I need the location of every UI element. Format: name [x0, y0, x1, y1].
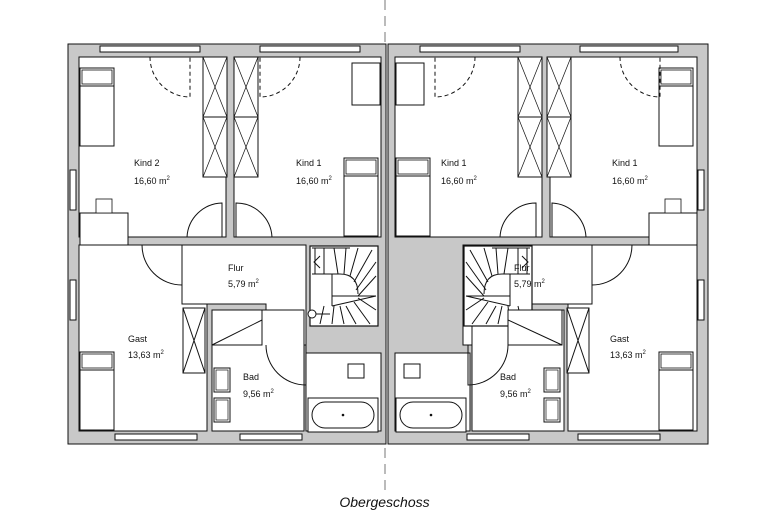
room-name: Flur	[228, 263, 244, 273]
furniture	[79, 56, 698, 433]
svg-text:9,56 m2: 9,56 m2	[243, 389, 275, 399]
room-area: 16,60 m	[134, 176, 167, 186]
room-name: Flur	[514, 263, 530, 273]
room-area: 5,79 m	[228, 279, 256, 289]
room-area: 16,60 m	[612, 176, 645, 186]
svg-text:5,79 m2: 5,79 m2	[228, 279, 260, 289]
room-area: 13,63 m	[610, 350, 643, 360]
svg-text:13,63 m2: 13,63 m2	[610, 350, 647, 360]
plan-caption: Obergeschoss	[339, 494, 430, 510]
room-area: 5,79 m	[514, 279, 542, 289]
room-area: 16,60 m	[441, 176, 474, 186]
svg-text:16,60 m2: 16,60 m2	[441, 176, 478, 186]
room-name: Gast	[610, 334, 630, 344]
room-name: Gast	[128, 334, 148, 344]
svg-text:13,63 m2: 13,63 m2	[128, 350, 165, 360]
svg-text:9,56 m2: 9,56 m2	[500, 389, 532, 399]
walls	[67, 43, 709, 445]
room-name: Bad	[500, 372, 516, 382]
room-labels: Kind 2 16,60 m2 Kind 1 16,60 m2 Kind 1 1…	[128, 158, 649, 399]
svg-text:16,60 m2: 16,60 m2	[296, 176, 333, 186]
room-name: Kind 2	[134, 158, 160, 168]
svg-text:16,60 m2: 16,60 m2	[134, 176, 171, 186]
doors	[141, 56, 661, 386]
room-area: 16,60 m	[296, 176, 329, 186]
room-area: 9,56 m	[500, 389, 528, 399]
svg-text:5,79 m2: 5,79 m2	[514, 279, 546, 289]
svg-text:16,60 m2: 16,60 m2	[612, 176, 649, 186]
room-name: Kind 1	[441, 158, 467, 168]
room-name: Bad	[243, 372, 259, 382]
room-area: 13,63 m	[128, 350, 161, 360]
room-name: Kind 1	[612, 158, 638, 168]
room-name: Kind 1	[296, 158, 322, 168]
room-area: 9,56 m	[243, 389, 271, 399]
windows	[69, 45, 705, 441]
